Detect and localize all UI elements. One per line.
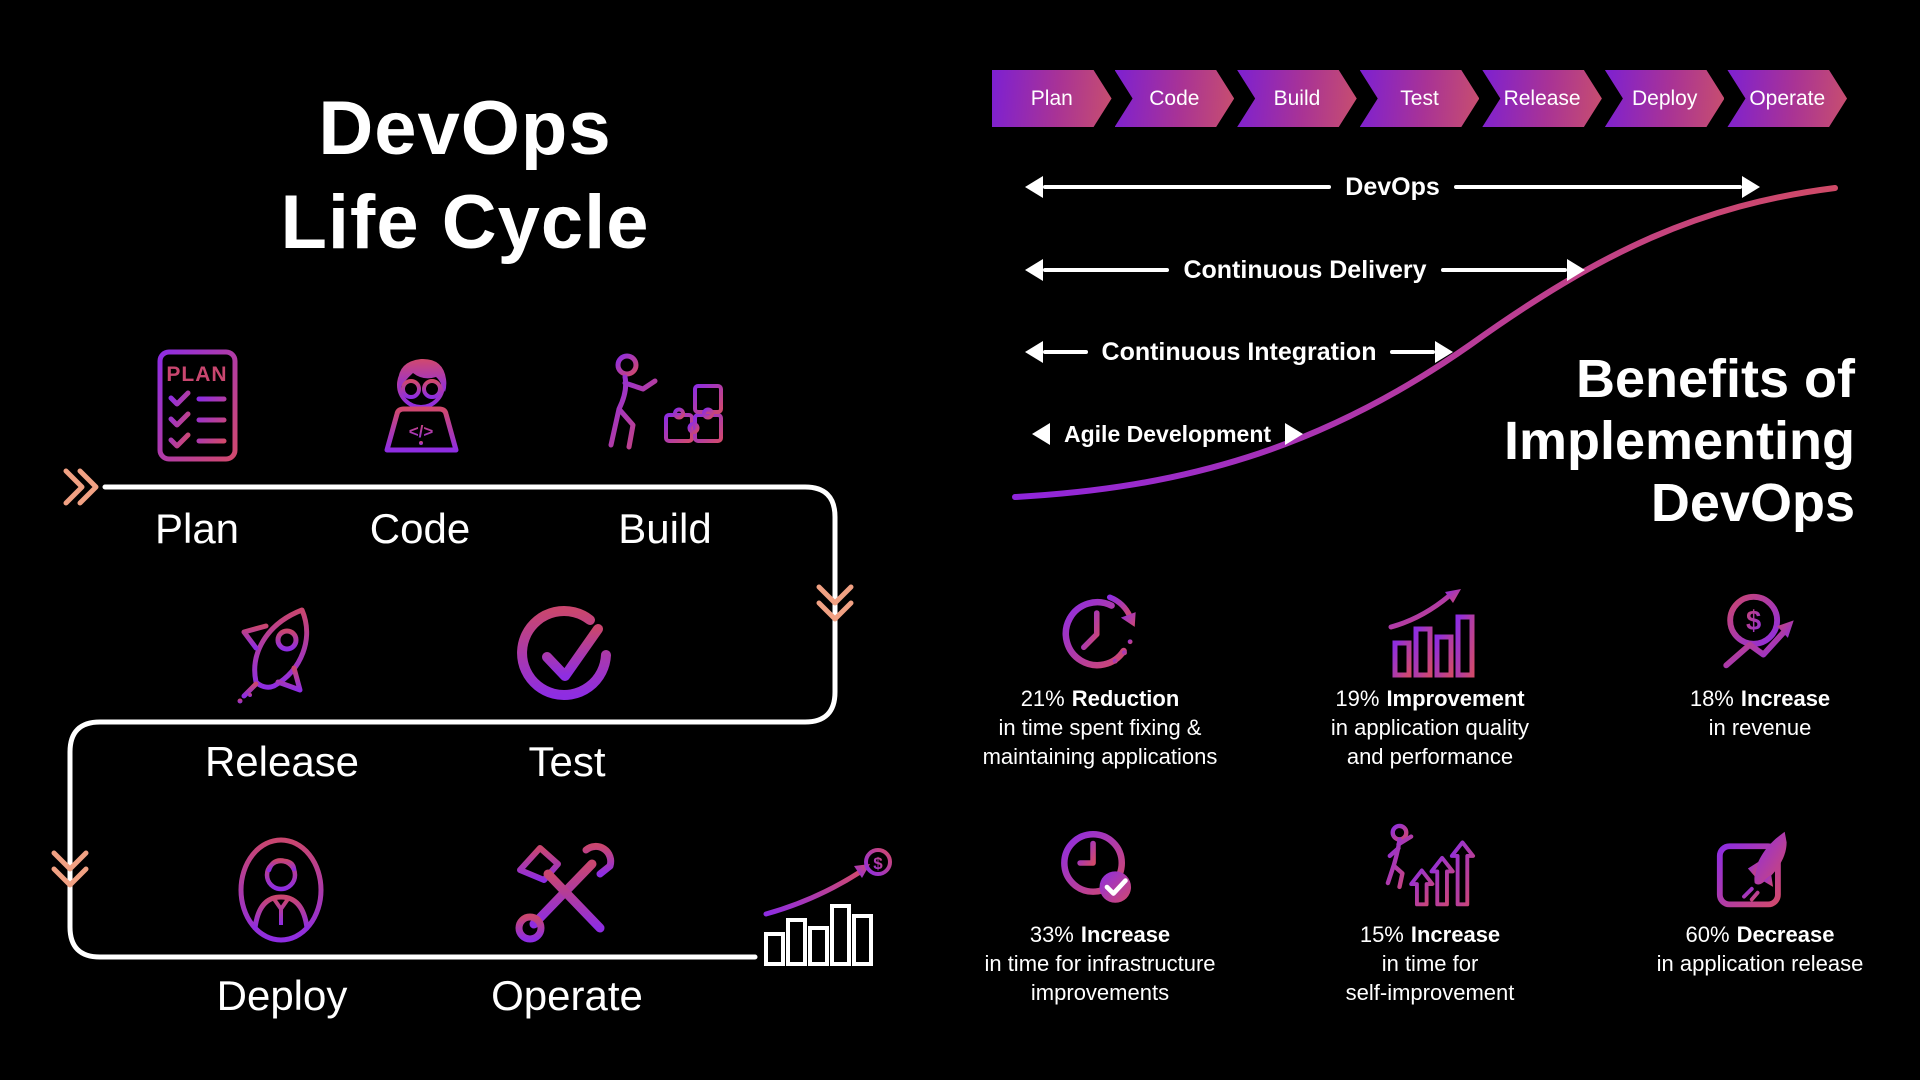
stage-label-deploy: Deploy — [216, 972, 348, 1019]
arrow-left-icon — [1025, 176, 1043, 198]
maturity-arrow-devops: DevOps — [1025, 171, 1761, 203]
page-title-line1: DevOps — [318, 86, 612, 171]
pipeline-step-deploy: Deploy — [1605, 70, 1725, 127]
arrow-left-icon — [1032, 423, 1050, 445]
pipeline-step-test: Test — [1360, 70, 1480, 127]
clock-history-icon — [1062, 594, 1136, 669]
svg-text:$: $ — [873, 854, 883, 873]
dollar-trend-icon: $ — [1723, 593, 1794, 669]
maturity-arrow-continuous-integration: Continuous Integration — [1025, 336, 1453, 368]
stat-release-time-decrease: 60%Decrease in application release — [1595, 811, 1920, 1007]
stage-label-build: Build — [618, 505, 712, 552]
chart-growth-icon — [1388, 589, 1475, 678]
stage-label-plan: Plan — [154, 505, 240, 552]
check-circle-icon — [517, 606, 611, 701]
person-growth-arrows-icon — [1385, 823, 1476, 907]
pipeline-step-plan: Plan — [992, 70, 1112, 127]
stat-quality-improvement: 19%Improvement in application quality an… — [1265, 575, 1595, 811]
stage-label-code: Code — [369, 505, 471, 552]
svg-text:</>: </> — [409, 422, 434, 441]
hammer-wrench-icon — [515, 842, 615, 943]
arrow-right-icon — [1567, 259, 1585, 281]
page-title-line2: Life Cycle — [280, 180, 650, 266]
developer-laptop-icon: </> — [384, 358, 459, 453]
stat-revenue-increase: $ 18%Increase in revenue — [1595, 575, 1920, 811]
maturity-arrow-agile-development: Agile Development — [1032, 418, 1304, 450]
bar-chart-dollar-icon: $ — [763, 848, 892, 966]
arrow-right-icon — [1435, 341, 1453, 363]
stat-self-improvement: 15%Increase in time for self-improvement — [1265, 811, 1595, 1007]
rocket-launch-box-icon — [1716, 831, 1787, 908]
stage-label-release: Release — [204, 738, 360, 785]
benefits-stats: 21%Reduction in time spent fixing & main… — [935, 575, 1920, 1007]
pipeline-step-build: Build — [1237, 70, 1357, 127]
stage-label-operate: Operate — [491, 972, 643, 1019]
rocket-icon — [237, 607, 310, 704]
pipeline-step-operate: Operate — [1727, 70, 1847, 127]
stat-infrastructure-time: 33%Increase in time for infrastructure i… — [935, 811, 1265, 1007]
arrow-right-icon — [1742, 176, 1761, 198]
page-title: DevOps Life Cycle — [120, 82, 810, 270]
pipeline-step-code: Code — [1115, 70, 1235, 127]
svg-text:PLAN: PLAN — [166, 363, 227, 386]
stat-reduction-maintenance: 21%Reduction in time spent fixing & main… — [935, 575, 1265, 811]
puzzle-builder-icon — [608, 353, 723, 450]
arrow-right-icon — [1285, 423, 1304, 445]
arrow-left-icon — [1025, 341, 1043, 363]
clock-check-icon — [1061, 831, 1132, 903]
pipeline-step-release: Release — [1482, 70, 1602, 127]
maturity-arrow-continuous-delivery: Continuous Delivery — [1025, 254, 1585, 286]
benefits-heading: Benefits of Implementing DevOps — [1503, 349, 1855, 534]
person-portrait-icon — [238, 837, 324, 943]
stage-label-test: Test — [528, 738, 606, 785]
svg-text:$: $ — [1746, 605, 1761, 636]
lifecycle-flow-line — [67, 484, 838, 960]
plan-checklist-icon: PLAN — [157, 349, 238, 462]
arrow-left-icon — [1025, 259, 1043, 281]
pipeline-bar: Plan Code Build Test Release Deploy Oper… — [992, 70, 1850, 127]
